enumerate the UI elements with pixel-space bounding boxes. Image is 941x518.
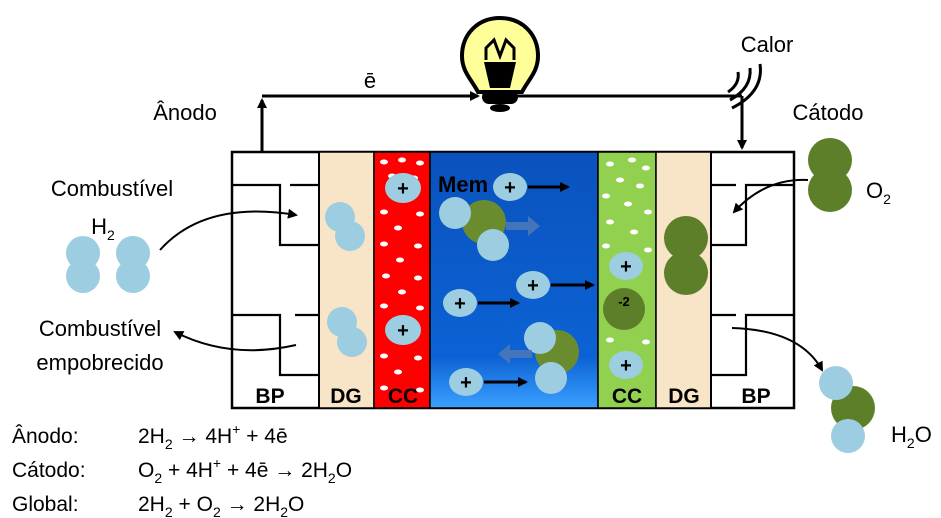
fuel-label: Combustível	[51, 176, 173, 201]
equation-global-label: Global:	[12, 493, 79, 516]
fuel-inlet-arrow	[159, 208, 298, 251]
electron-label: ē	[364, 68, 376, 93]
o2-molecule-dg	[664, 216, 708, 295]
external-circuit	[257, 91, 747, 152]
heat-label: Calor	[741, 32, 794, 57]
water-label: H2O	[891, 422, 932, 451]
equation-anode-label: Ânodo:	[12, 425, 79, 448]
water-molecule-membrane-bottom	[524, 322, 579, 394]
oxide-ion: -2	[603, 288, 645, 330]
proton-cc-right-1: +	[609, 252, 643, 280]
equation-global: 2H2 + O2 → 2H2O	[138, 493, 304, 518]
bipolar-plate-right	[711, 183, 794, 377]
layer-label-cc-left: CC	[388, 385, 418, 408]
svg-text:+: +	[460, 372, 472, 394]
water-molecule-membrane-top	[439, 197, 509, 261]
proton-cc-right-2: +	[609, 351, 643, 379]
membrane-label: Mem	[438, 172, 488, 197]
diffusion-arrow-left	[498, 344, 532, 364]
proton-membrane-3: +	[443, 289, 477, 317]
svg-text:+: +	[397, 178, 409, 200]
diffusion-arrow-right	[506, 216, 540, 236]
heat-waves-icon	[727, 63, 762, 110]
depleted-fuel-label-line1: Combustível	[39, 316, 161, 341]
o2-label: O2	[866, 178, 891, 207]
layer-label-cc-right: CC	[612, 385, 642, 408]
oxygen-inlet-arrow	[732, 178, 809, 214]
h2-molecule-fuel-1	[66, 236, 100, 293]
svg-text:-2: -2	[618, 294, 630, 309]
diffusion-layer-left	[318, 151, 375, 409]
proton-cc-left-1: +	[385, 173, 421, 203]
depleted-fuel-label-line2: empobrecido	[36, 350, 163, 375]
layer-label-dg-left: DG	[330, 385, 362, 408]
svg-text:+: +	[620, 256, 632, 278]
water-molecule-output	[819, 366, 875, 453]
proton-membrane-1: +	[493, 173, 527, 201]
layer-label-dg-right: DG	[668, 385, 700, 408]
anode-label: Ânodo	[153, 100, 217, 125]
equation-cathode: O2 + 4H+ + 4ē → 2H2O	[138, 455, 352, 486]
equation-cathode-label: Cátodo:	[12, 459, 86, 482]
catalyst-dots	[380, 157, 652, 393]
h2-molecule-dg-bottom	[327, 307, 367, 357]
h2-molecule-fuel-2	[116, 236, 150, 293]
svg-text:+: +	[527, 275, 539, 297]
layer-label-bp-right: BP	[741, 385, 770, 408]
proton-cc-left-2: +	[385, 315, 421, 345]
bipolar-plate-left	[232, 183, 319, 377]
o2-molecule-inlet	[808, 138, 852, 212]
svg-text:+: +	[397, 320, 409, 342]
equation-anode: 2H2 → 4H+ + 4ē	[138, 421, 288, 452]
svg-text:+: +	[454, 293, 466, 315]
svg-text:+: +	[504, 177, 516, 199]
water-outlet-arrow	[731, 327, 823, 372]
svg-text:+: +	[620, 355, 632, 377]
proton-membrane-2: +	[516, 271, 550, 299]
lightbulb-icon	[459, 15, 541, 112]
proton-membrane-4: +	[449, 368, 483, 396]
cathode-label: Cátodo	[793, 100, 864, 125]
h2-fuel-label: H2	[91, 214, 115, 243]
layer-label-bp-left: BP	[255, 385, 284, 408]
fuel-outlet-arrow	[173, 331, 297, 352]
h2-molecule-dg-top	[325, 202, 365, 251]
